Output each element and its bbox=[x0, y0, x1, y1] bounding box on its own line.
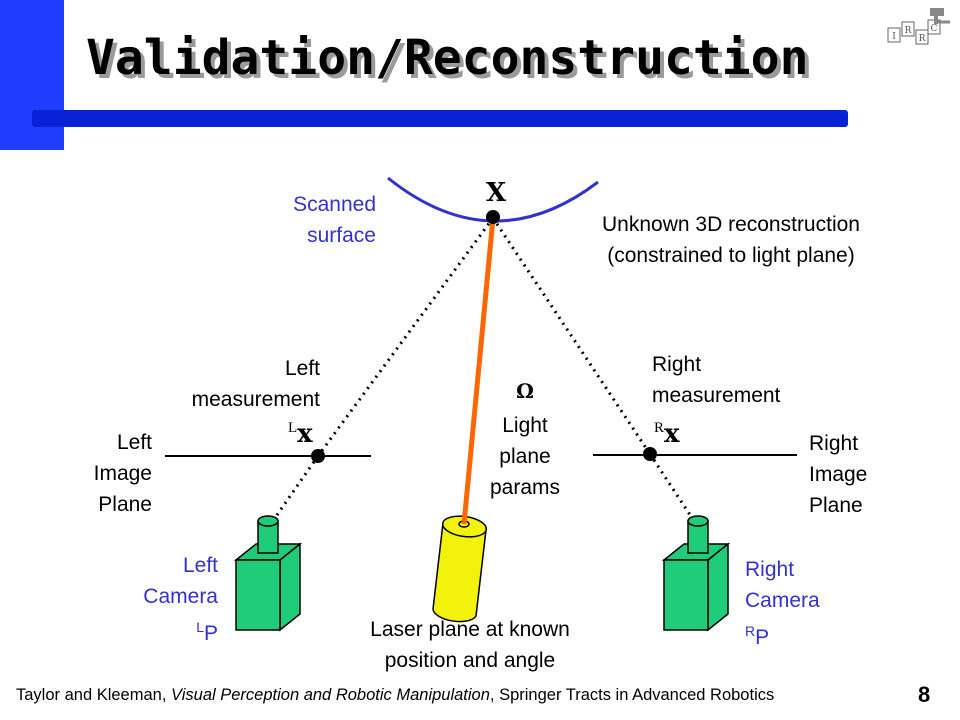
light-plane-params-line: plane bbox=[499, 445, 551, 468]
right-image-plane-label: Right Image Plane bbox=[809, 428, 867, 521]
right-ray-upper bbox=[491, 217, 652, 455]
logo-letter: R bbox=[919, 34, 926, 44]
laser-beam bbox=[461, 217, 496, 525]
footer-series: , Springer Tracts in Advanced Robotics bbox=[489, 686, 775, 704]
unknown-reconstruction-line: Unknown 3D reconstruction bbox=[602, 213, 860, 236]
slide-title-shadow: Validation/Reconstruction bbox=[90, 34, 813, 90]
left-image-plane-line: Image bbox=[93, 462, 152, 485]
left-camera-label: Left Camera LP bbox=[100, 550, 218, 649]
right-image-point-label: Rx bbox=[654, 413, 680, 450]
left-camera-p: P bbox=[203, 622, 218, 645]
left-image-point-label: Lx bbox=[288, 413, 313, 450]
right-measurement-label: Right measurement bbox=[652, 349, 780, 411]
left-measurement-label: Left measurement bbox=[150, 353, 320, 415]
laser-cylinder-icon bbox=[432, 515, 488, 623]
footer-book-title: Visual Perception and Robotic Manipulati… bbox=[171, 686, 490, 704]
point-X-marker bbox=[486, 210, 500, 224]
logo-letter: C bbox=[931, 24, 938, 34]
light-plane-params-line: params bbox=[489, 476, 561, 499]
left-ray-lower bbox=[268, 455, 320, 526]
left-measurement-line: Left bbox=[284, 357, 320, 380]
right-image-plane-line: Right bbox=[809, 432, 859, 455]
right-camera-icon bbox=[661, 515, 731, 632]
logo-letter: R bbox=[905, 26, 912, 36]
right-camera-p: P bbox=[755, 626, 770, 649]
irrc-logo-icon: I R R C bbox=[887, 8, 950, 45]
left-camera-line: Camera bbox=[143, 585, 218, 608]
right-camera-line: Right bbox=[745, 558, 795, 581]
footer-citation: Taylor and Kleeman, Visual Perception an… bbox=[16, 686, 774, 705]
right-x-superscript: R bbox=[654, 420, 665, 436]
left-camera-line: Left bbox=[182, 554, 218, 577]
omega-symbol: Ω bbox=[516, 379, 534, 403]
right-measurement-point bbox=[643, 447, 657, 461]
unknown-reconstruction-label: Unknown 3D reconstruction (constrained t… bbox=[556, 209, 906, 271]
left-image-plane-line: Plane bbox=[98, 493, 152, 516]
right-ray-lower bbox=[648, 453, 698, 525]
left-camera-icon bbox=[233, 515, 303, 632]
light-plane-params-label: Light plane params bbox=[470, 410, 580, 503]
page-number: 8 bbox=[918, 682, 931, 707]
laser-plane-line: position and angle bbox=[384, 649, 556, 672]
right-camera-superscript: R bbox=[745, 623, 756, 639]
left-x-superscript: L bbox=[288, 420, 298, 436]
right-camera-projection: RP bbox=[745, 616, 820, 653]
left-x-symbol: x bbox=[297, 419, 313, 449]
light-plane-params-line: Light bbox=[502, 414, 548, 437]
left-measurement-line: measurement bbox=[191, 388, 320, 411]
right-image-plane-line: Image bbox=[809, 463, 868, 486]
right-camera-line: Camera bbox=[745, 589, 820, 612]
logo-letter: I bbox=[892, 32, 896, 42]
left-image-plane-label: Left Image Plane bbox=[40, 427, 152, 520]
left-camera-superscript: L bbox=[196, 619, 204, 635]
right-x-symbol: x bbox=[664, 419, 680, 449]
left-measurement-point bbox=[311, 449, 325, 463]
scanned-surface-label: Scanned surface bbox=[240, 189, 376, 251]
laser-plane-label: Laser plane at known position and angle bbox=[320, 614, 620, 676]
left-ray-upper bbox=[316, 217, 495, 457]
left-image-plane-line: Left bbox=[116, 431, 152, 454]
unknown-reconstruction-line: (constrained to light plane) bbox=[607, 244, 855, 267]
left-camera-projection: LP bbox=[100, 612, 218, 649]
scanned-surface-line: surface bbox=[307, 224, 376, 247]
point-X-label: X bbox=[486, 178, 507, 208]
right-camera-label: Right Camera RP bbox=[745, 554, 820, 653]
laser-plane-line: Laser plane at known bbox=[370, 618, 570, 641]
slide-title: Validation/Reconstruction bbox=[86, 30, 809, 86]
scanned-surface-line: Scanned bbox=[293, 193, 376, 216]
footer-authors: Taylor and Kleeman, bbox=[16, 686, 172, 704]
right-measurement-line: measurement bbox=[652, 384, 781, 407]
right-measurement-line: Right bbox=[652, 353, 702, 376]
right-image-plane-line: Plane bbox=[809, 494, 863, 517]
title-underline-bar bbox=[32, 110, 848, 127]
